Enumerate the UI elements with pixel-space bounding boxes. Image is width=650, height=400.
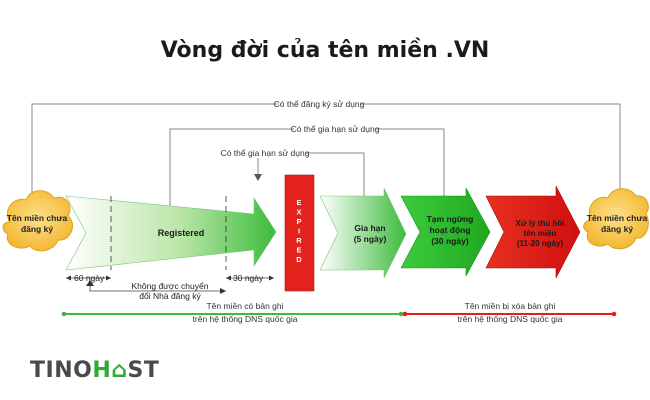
registered-arrow: Registered: [65, 195, 277, 271]
cloud-right-line1: Tên miền chưa: [587, 213, 648, 223]
last-30-days-label: 30 ngày: [233, 273, 264, 283]
logo-text-part2: H: [92, 358, 112, 383]
timeline-annotations: 60 ngày 30 ngày Không được chuyển đổi Nh…: [66, 273, 274, 301]
registered-label: Registered: [158, 228, 205, 238]
renewal-line2: (5 ngày): [354, 234, 387, 244]
cloud-left-line1: Tên miền chưa: [7, 213, 68, 223]
can-renew-outer-label: Có thể gia hạn sử dụng: [291, 124, 380, 134]
expired-letter: E: [296, 246, 301, 255]
dns-with-record-line1: Tên miền có bản ghi: [206, 301, 283, 311]
no-transfer-line2: đổi Nhà đăng ký: [139, 291, 201, 301]
page-title: Vòng đời của tên miền .VN: [160, 38, 490, 63]
expired-letter: D: [296, 255, 302, 264]
dns-removed-line2: trên hệ thống DNS quốc gia: [458, 314, 563, 324]
unregistered-cloud-right: Tên miền chưa đăng ký: [583, 188, 649, 250]
cloud-left-line2: đăng ký: [21, 224, 53, 234]
loop-can-register: [28, 103, 621, 208]
renewal-arrow: Gia hạn (5 ngày): [319, 187, 407, 279]
suspended-line1: Tạm ngừng: [427, 214, 474, 224]
recovery-line2: tên miền: [524, 229, 557, 238]
expired-letter: E: [296, 198, 301, 207]
can-register-label: Có thể đăng ký sử dụng: [274, 99, 365, 109]
logo-text-part1: TINO: [30, 358, 93, 383]
expired-letter: P: [296, 217, 301, 226]
recovery-arrow: Xử lý thu hồi tên miền (11-20 ngày): [485, 185, 581, 279]
renewal-line1: Gia hạn: [354, 223, 385, 233]
first-60-days-label: 60 ngày: [74, 273, 105, 283]
dns-removed-line1: Tên miền bị xóa bản ghi: [465, 301, 556, 311]
expired-letter: R: [296, 236, 302, 245]
unregistered-cloud-left: Tên miền chưa đăng ký: [2, 190, 73, 252]
expired-letter: X: [296, 208, 301, 217]
logo-house-icon: ⌂: [111, 358, 128, 383]
logo-text-part3: ST: [127, 358, 160, 383]
loop-can-renew-inner: [254, 152, 365, 228]
dns-with-record-line2: trên hệ thống DNS quốc gia: [193, 314, 298, 324]
dns-status-bars: Tên miền có bản ghi trên hệ thống DNS qu…: [61, 301, 617, 324]
suspended-line2: hoạt động: [429, 225, 470, 235]
suspended-line3: (30 ngày): [431, 236, 468, 246]
recovery-line1: Xử lý thu hồi: [516, 219, 565, 228]
recovery-line3: (11-20 ngày): [517, 239, 564, 248]
cloud-right-line2: đăng ký: [601, 224, 633, 234]
can-renew-inner-label: Có thể gia hạn sử dụng: [221, 148, 310, 158]
no-transfer-line1: Không được chuyển: [132, 281, 209, 291]
tinohost-logo: TINOH⌂ST: [30, 358, 159, 383]
expired-letter: I: [298, 227, 300, 236]
suspended-arrow: Tạm ngừng hoạt động (30 ngày): [400, 187, 491, 277]
